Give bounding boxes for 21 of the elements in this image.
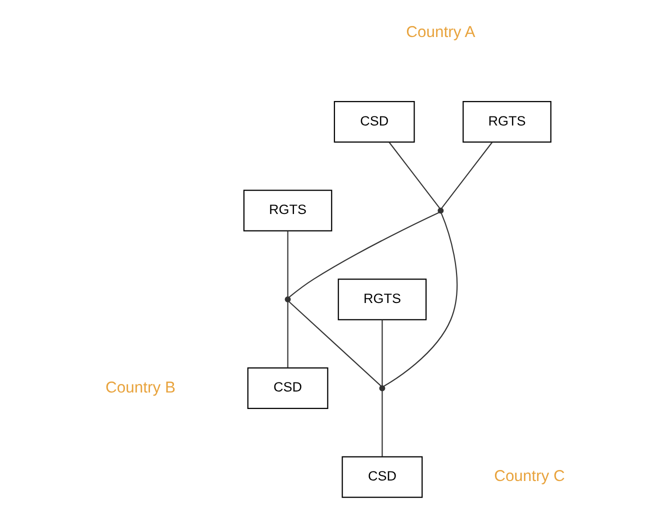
node-box: CSD: [246, 367, 328, 410]
node-box: RGTS: [242, 190, 332, 232]
label: Country B: [105, 379, 175, 396]
connector: [288, 301, 381, 386]
label: Country C: [494, 468, 564, 486]
node-point: [437, 208, 444, 214]
node-point: [284, 296, 290, 302]
connector: [381, 320, 382, 386]
connector: [388, 142, 440, 208]
node-box: CSD: [341, 456, 422, 498]
label: Country A: [406, 24, 475, 42]
connector: [440, 142, 492, 208]
connector: [383, 213, 458, 387]
connector: [286, 302, 288, 368]
connector: [286, 230, 288, 297]
node-box: RGTS: [337, 278, 426, 320]
node-point: [378, 385, 385, 392]
connector: [381, 390, 382, 457]
connector: [288, 212, 439, 298]
node-box: CSD: [333, 100, 414, 143]
node-box: RGTS: [462, 100, 551, 143]
